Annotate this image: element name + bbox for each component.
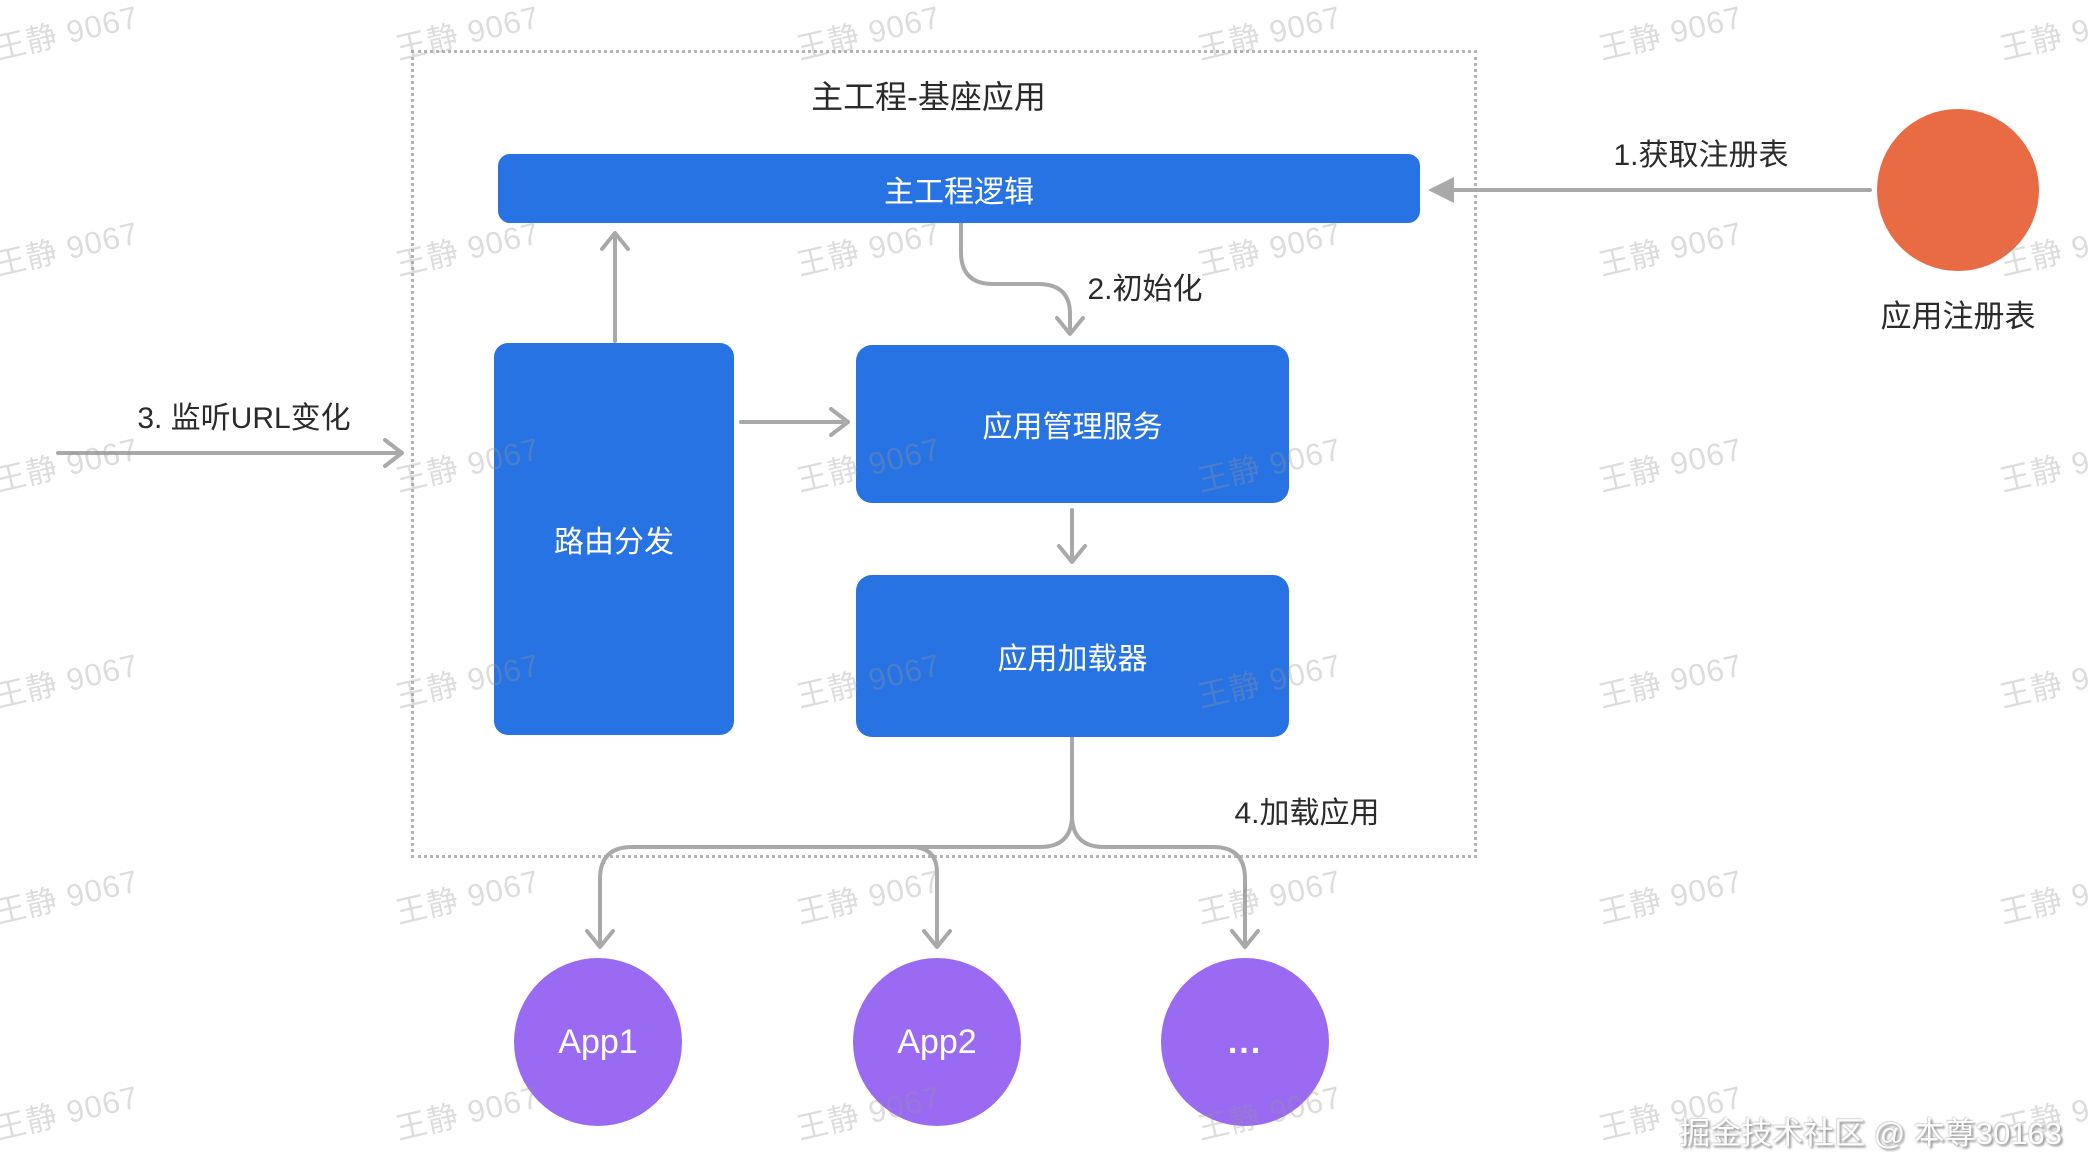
node-app-more-label: ... bbox=[1227, 1022, 1263, 1061]
node-app1: App1 bbox=[514, 958, 682, 1126]
step-label-listen-url: 3. 监听URL变化 bbox=[137, 402, 351, 435]
node-main-logic-label: 主工程逻辑 bbox=[884, 175, 1034, 209]
node-app-loader-label: 应用加载器 bbox=[997, 643, 1148, 676]
arrow-load-app2 bbox=[909, 845, 952, 949]
node-app-registry-circle bbox=[1877, 109, 2039, 271]
arrow-listen-url bbox=[56, 438, 404, 468]
step-label-init: 2.初始化 bbox=[1087, 273, 1203, 306]
base-app-container-border bbox=[411, 50, 1477, 858]
node-app2: App2 bbox=[853, 958, 1021, 1126]
arrow-load-app1 bbox=[585, 735, 1074, 949]
node-router-dispatch: 路由分发 bbox=[494, 343, 734, 735]
base-app-container-title: 主工程-基座应用 bbox=[811, 79, 1046, 115]
node-app-loader: 应用加载器 bbox=[856, 575, 1289, 737]
node-app-registry-label: 应用注册表 bbox=[1880, 299, 2036, 334]
node-app-more: ... bbox=[1161, 958, 1329, 1126]
step-label-fetch-registry: 1.获取注册表 bbox=[1613, 139, 1789, 172]
node-router-dispatch-label: 路由分发 bbox=[554, 526, 674, 559]
arrow-load-more bbox=[1070, 813, 1260, 949]
step-label-load-app: 4.加载应用 bbox=[1234, 797, 1380, 830]
arrow-fetch-registry bbox=[1428, 177, 1872, 203]
node-main-logic: 主工程逻辑 bbox=[498, 154, 1420, 223]
credit-watermark: 掘金技术社区 @ 本尊30163 bbox=[1679, 1116, 2062, 1151]
node-app1-label: App1 bbox=[558, 1022, 638, 1061]
arrow-router-to-logic bbox=[600, 231, 630, 343]
arrow-init bbox=[959, 222, 1085, 336]
node-app2-label: App2 bbox=[897, 1022, 977, 1061]
arrow-manager-to-loader bbox=[1057, 508, 1087, 564]
arrow-router-to-manager bbox=[739, 407, 850, 437]
node-app-manager-label: 应用管理服务 bbox=[982, 411, 1163, 444]
node-app-manager: 应用管理服务 bbox=[856, 345, 1289, 503]
